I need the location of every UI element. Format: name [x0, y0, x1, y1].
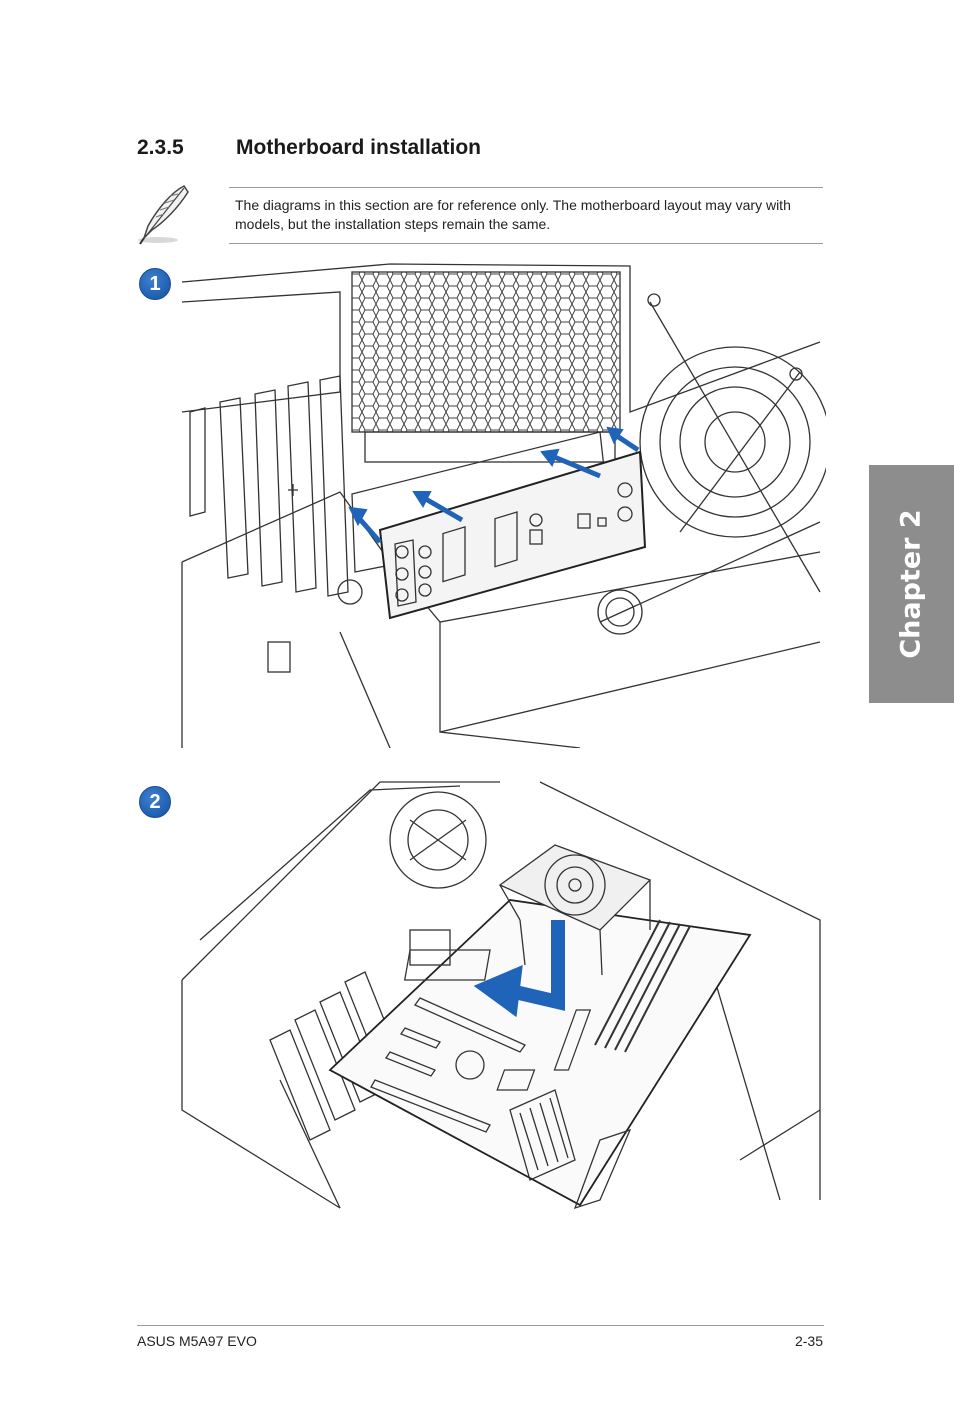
step-1-badge: 1 — [139, 268, 171, 300]
section-title: Motherboard installation — [236, 136, 482, 159]
chapter-tab: Chapter 2 — [869, 465, 954, 703]
note-top-rule — [229, 187, 823, 188]
note-text: The diagrams in this section are for ref… — [235, 197, 791, 232]
quill-pen-icon — [134, 182, 198, 246]
footer-page-number: 2-35 — [794, 1333, 823, 1349]
io-shield-diagram — [180, 262, 831, 749]
footer-rule — [137, 1325, 824, 1326]
section-number: 2.3.5 — [137, 136, 184, 159]
footer-product-name: ASUS M5A97 EVO — [137, 1333, 257, 1349]
motherboard-placement-diagram — [180, 780, 826, 1210]
chapter-tab-label: Chapter 2 — [895, 509, 927, 659]
step-2-badge: 2 — [139, 786, 171, 818]
note-bottom-rule — [229, 243, 823, 244]
